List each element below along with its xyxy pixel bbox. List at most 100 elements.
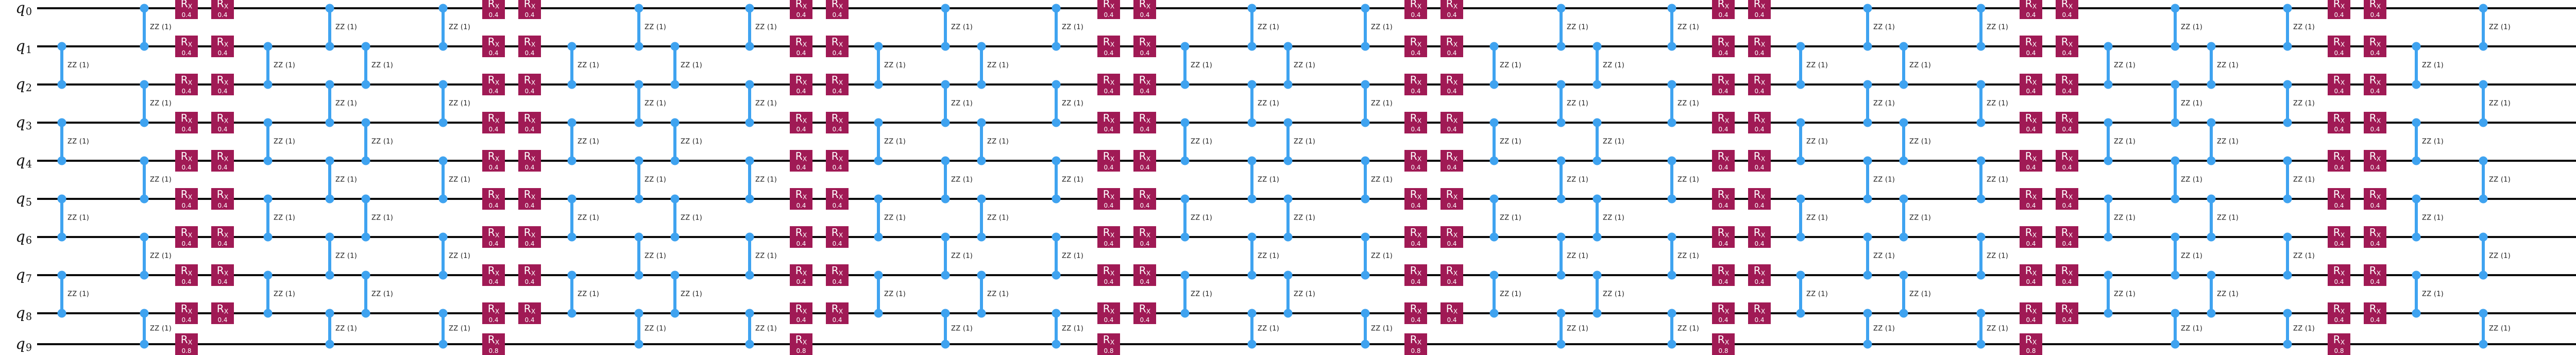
zz-node-q1[interactable] — [140, 42, 149, 51]
zz-node-q0[interactable] — [745, 4, 754, 13]
zz-node-q7[interactable] — [2104, 271, 2113, 280]
zz-coupling-q6-q7[interactable] — [328, 237, 331, 275]
zz-coupling-q5-q6[interactable] — [1902, 199, 1905, 237]
zz-node-q5[interactable] — [977, 194, 986, 204]
zz-node-q9[interactable] — [1247, 340, 1257, 349]
zz-node-q7[interactable] — [1052, 271, 1061, 280]
zz-node-q5[interactable] — [874, 194, 883, 204]
zz-node-q3[interactable] — [1361, 118, 1370, 127]
zz-node-q7[interactable] — [1899, 271, 1908, 280]
zz-node-q6[interactable] — [1863, 232, 1872, 242]
zz-node-q0[interactable] — [1052, 4, 1061, 13]
zz-coupling-q6-q7[interactable] — [2482, 237, 2485, 275]
zz-coupling-q7-q8[interactable] — [1286, 275, 1290, 313]
zz-node-q6[interactable] — [140, 232, 149, 242]
zz-coupling-q7-q8[interactable] — [2415, 275, 2418, 313]
zz-coupling-q3-q4[interactable] — [2107, 123, 2110, 161]
zz-node-q1[interactable] — [1976, 42, 1986, 51]
zz-node-q2[interactable] — [1976, 80, 1986, 89]
zz-node-q3[interactable] — [670, 118, 680, 127]
zz-node-q2[interactable] — [1283, 80, 1293, 89]
zz-node-q4[interactable] — [941, 156, 950, 165]
zz-coupling-q1-q2[interactable] — [266, 46, 269, 84]
zz-node-q2[interactable] — [2171, 80, 2180, 89]
zz-coupling-q6-q7[interactable] — [143, 237, 146, 275]
zz-node-q7[interactable] — [634, 271, 643, 280]
zz-node-q5[interactable] — [1556, 194, 1566, 204]
zz-node-q2[interactable] — [1556, 80, 1566, 89]
zz-node-q4[interactable] — [325, 156, 334, 165]
zz-node-q5[interactable] — [1592, 194, 1602, 204]
zz-node-q6[interactable] — [1899, 232, 1908, 242]
zz-node-q8[interactable] — [1052, 309, 1061, 318]
zz-node-q4[interactable] — [1796, 156, 1805, 165]
zz-node-q9[interactable] — [1052, 340, 1061, 349]
zz-coupling-q4-q5[interactable] — [143, 161, 146, 199]
zz-coupling-q0-q1[interactable] — [1560, 8, 1563, 46]
zz-node-q1[interactable] — [745, 42, 754, 51]
zz-node-q1[interactable] — [325, 42, 334, 51]
zz-node-q2[interactable] — [1899, 80, 1908, 89]
zz-node-q6[interactable] — [1361, 232, 1370, 242]
zz-node-q6[interactable] — [977, 232, 986, 242]
zz-node-q7[interactable] — [1180, 271, 1190, 280]
zz-node-q5[interactable] — [361, 194, 370, 204]
zz-node-q4[interactable] — [1899, 156, 1908, 165]
zz-node-q5[interactable] — [1667, 194, 1676, 204]
zz-node-q6[interactable] — [1556, 232, 1566, 242]
zz-coupling-q3-q4[interactable] — [60, 123, 63, 161]
zz-node-q4[interactable] — [2207, 156, 2216, 165]
zz-node-q6[interactable] — [2479, 232, 2488, 242]
zz-coupling-q3-q4[interactable] — [1493, 123, 1496, 161]
zz-coupling-q3-q4[interactable] — [2415, 123, 2418, 161]
zz-coupling-q2-q3[interactable] — [442, 84, 445, 123]
zz-node-q5[interactable] — [1796, 194, 1805, 204]
zz-coupling-q7-q8[interactable] — [1902, 275, 1905, 313]
zz-coupling-q7-q8[interactable] — [266, 275, 269, 313]
zz-coupling-q5-q6[interactable] — [570, 199, 573, 237]
zz-node-q5[interactable] — [1899, 194, 1908, 204]
zz-coupling-q7-q8[interactable] — [980, 275, 983, 313]
zz-node-q2[interactable] — [1796, 80, 1805, 89]
zz-node-q4[interactable] — [1489, 156, 1499, 165]
zz-node-q6[interactable] — [57, 232, 66, 242]
zz-coupling-q3-q4[interactable] — [570, 123, 573, 161]
zz-coupling-q2-q3[interactable] — [328, 84, 331, 123]
zz-node-q1[interactable] — [263, 42, 273, 51]
zz-node-q7[interactable] — [325, 271, 334, 280]
zz-node-q1[interactable] — [2104, 42, 2113, 51]
zz-node-q7[interactable] — [1361, 271, 1370, 280]
zz-coupling-q5-q6[interactable] — [364, 199, 367, 237]
zz-node-q7[interactable] — [1863, 271, 1872, 280]
zz-coupling-q0-q1[interactable] — [944, 8, 947, 46]
zz-node-q5[interactable] — [1976, 194, 1986, 204]
